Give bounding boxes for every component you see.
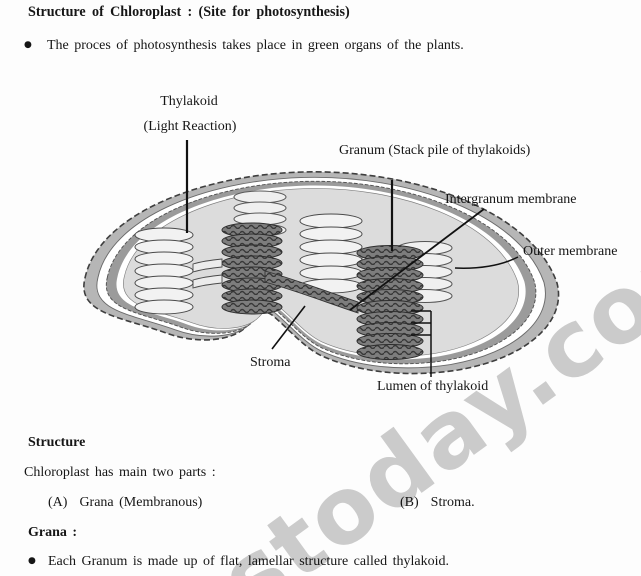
part-a-label: (A) xyxy=(48,495,68,510)
lumen-leader-lines xyxy=(411,310,432,377)
grana-heading: Grana : xyxy=(28,525,78,540)
structure-intro: Chloroplast has main two parts : xyxy=(24,465,216,480)
outer-membrane-label: Outer membrane xyxy=(523,244,617,259)
part-a-text: Grana (Membranous) xyxy=(79,495,203,510)
stroma-label: Stroma xyxy=(250,355,291,370)
granum-stack-light-middle xyxy=(299,213,363,294)
part-b-row: (B) Stroma. xyxy=(400,494,475,511)
thylakoid-sublabel: (Light Reaction) xyxy=(144,119,237,134)
outer-membrane-leader-line xyxy=(454,256,519,269)
bullet-marker: ● xyxy=(28,556,36,566)
bullet-item-photosynthesis: The proces of photosynthesis takes place… xyxy=(47,38,464,53)
part-a-row: (A) Grana (Membranous) xyxy=(48,494,202,511)
intergranum-lamella-left xyxy=(192,258,223,289)
intergranum-membrane-label: Intergranum membrane xyxy=(445,192,577,207)
chloroplast-diagram: Thylakoid (Light Reaction) Granum (Stack… xyxy=(83,94,617,394)
intergranum-leader-line xyxy=(349,208,485,311)
bullet-item-granum: Each Granum is made up of flat, lamellar… xyxy=(48,554,449,569)
bullet-marker: ● xyxy=(24,40,32,50)
structure-heading: Structure xyxy=(28,435,86,450)
thylakoid-label: Thylakoid xyxy=(160,94,218,109)
lumen-of-thylakoid-label: Lumen of thylakoid xyxy=(377,379,488,394)
granum-stack-dark-left xyxy=(221,222,283,315)
part-b-label: (B) xyxy=(400,495,419,510)
page-title: Structure of Chloroplast : (Site for pho… xyxy=(28,4,350,20)
granum-stack-light-left xyxy=(134,227,194,315)
intergranum-membrane-shape xyxy=(264,270,359,314)
stroma-leader-line xyxy=(271,305,306,350)
granum-label: Granum (Stack pile of thylakoids) xyxy=(339,143,531,158)
part-b-text: Stroma. xyxy=(430,495,475,510)
